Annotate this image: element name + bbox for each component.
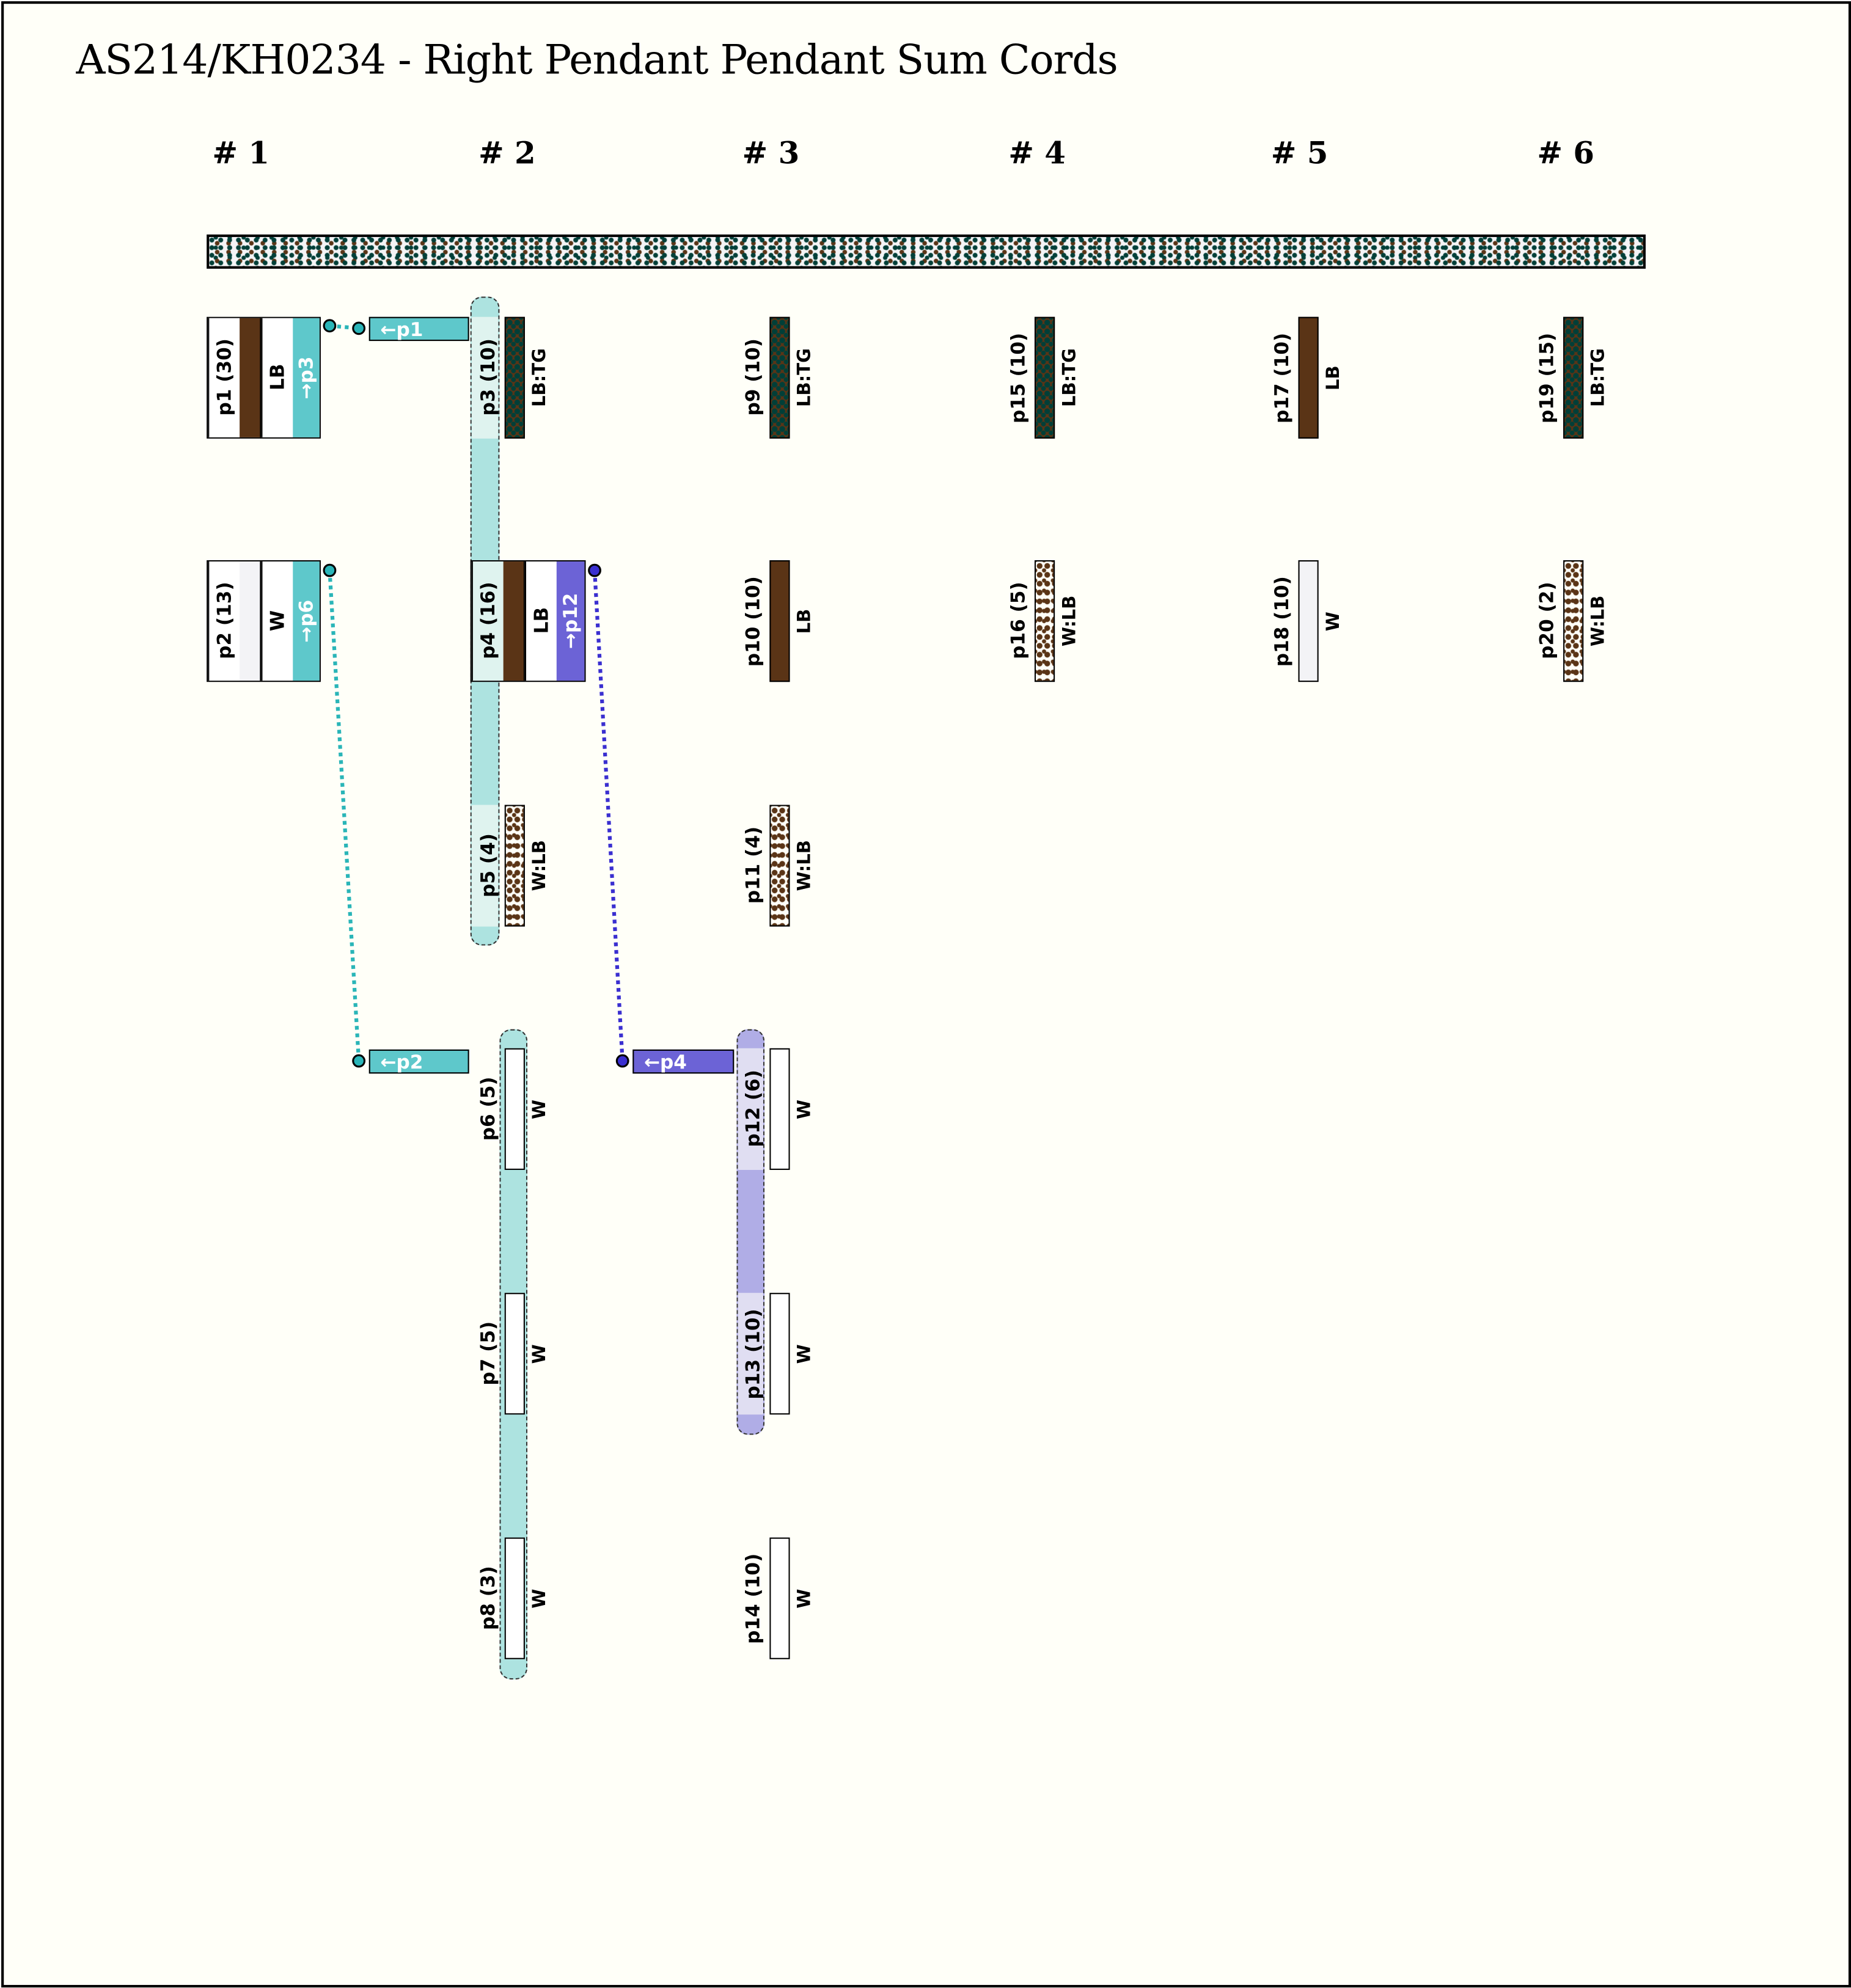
pendant-p15[interactable] <box>1034 316 1055 439</box>
pendant-p20[interactable] <box>1563 560 1584 682</box>
pendant-p10[interactable] <box>769 560 790 682</box>
color-label: LB:TG <box>530 348 551 407</box>
pendant-p9[interactable] <box>769 316 790 439</box>
group-header-4: # 4 <box>1008 134 1066 172</box>
pendant-p17[interactable] <box>1298 316 1319 439</box>
pendant-p13[interactable] <box>769 1293 790 1415</box>
band-highlight <box>471 316 499 439</box>
pendant-label: p18 (10) <box>1270 576 1294 667</box>
pendant-p12[interactable] <box>769 1048 790 1170</box>
sum-link-p4[interactable]: ←p4 <box>632 1049 735 1074</box>
color-label: W <box>530 1588 551 1609</box>
pendant-p18[interactable] <box>1298 560 1319 682</box>
color-label: W <box>794 1588 816 1609</box>
primary-cord <box>207 234 1646 269</box>
pendant-label: p8 (3) <box>477 1566 500 1631</box>
group-header-3: # 3 <box>742 134 800 172</box>
link-dot <box>352 1054 366 1068</box>
pendant-p3[interactable] <box>504 316 525 439</box>
band-highlight <box>738 1293 763 1415</box>
color-swatch-brown <box>503 561 525 681</box>
color-label: W:LB <box>794 840 816 891</box>
pendant-label: p15 (10) <box>1006 332 1030 423</box>
pendant-p19[interactable] <box>1563 316 1584 439</box>
pendant-label: p5 (4) <box>477 833 500 898</box>
pendant-label: p10 (10) <box>741 576 765 667</box>
group-header-2: # 2 <box>478 134 536 172</box>
band-highlight <box>738 1048 763 1170</box>
sum-link-p2[interactable]: ←p2 <box>368 1049 469 1074</box>
pendant-p7[interactable] <box>504 1293 525 1415</box>
color-label: W <box>1323 611 1344 631</box>
pendant-label: p13 (10) <box>741 1308 765 1399</box>
link-dot <box>352 321 366 335</box>
group-header-6: # 6 <box>1537 134 1595 172</box>
pendant-label: p20 (2) <box>1535 582 1558 660</box>
pendant-label: p7 (5) <box>477 1321 500 1386</box>
pendant-label: p9 (10) <box>741 339 765 417</box>
pendant-label: p12 (6) <box>741 1070 765 1148</box>
color-label: W <box>530 1099 551 1119</box>
color-swatch-white <box>240 561 262 681</box>
color-label: W:LB <box>1060 595 1080 647</box>
pendant-label: p17 (10) <box>1270 332 1294 423</box>
color-label: LB:TG <box>1060 348 1080 407</box>
pendant-label: p11 (4) <box>741 827 765 905</box>
pendant-label: p6 (5) <box>477 1076 500 1141</box>
pendant-p4[interactable]: p4 (16) LB →p12 <box>470 560 586 682</box>
pendant-p16[interactable] <box>1034 560 1055 682</box>
pendant-p11[interactable] <box>769 805 790 927</box>
pendant-label: p14 (10) <box>741 1553 765 1644</box>
color-label: W <box>794 1099 816 1119</box>
pendant-p8[interactable] <box>504 1537 525 1659</box>
pendant-p14[interactable] <box>769 1537 790 1659</box>
color-label: W <box>530 1343 551 1364</box>
color-label: LB <box>794 608 816 634</box>
color-swatch-brown <box>240 318 262 437</box>
link-dot <box>323 563 337 577</box>
group-header-1: # 1 <box>212 134 270 172</box>
group-header-5: # 5 <box>1270 134 1329 172</box>
pendant-label: p19 (15) <box>1535 332 1558 423</box>
band-highlight <box>471 805 499 927</box>
pendant-p5[interactable] <box>504 805 525 927</box>
pendant-p2[interactable]: p2 (13) W →p6 <box>207 560 321 682</box>
color-label: LB:TG <box>794 348 816 407</box>
color-label: W:LB <box>1588 595 1609 647</box>
page-title: AS214/KH0234 - Right Pendant Pendant Sum… <box>76 35 1118 84</box>
pendant-p6[interactable] <box>504 1048 525 1170</box>
color-label: W:LB <box>530 840 551 891</box>
color-label: LB <box>1323 365 1344 390</box>
link-line-p2 <box>328 570 361 1061</box>
sum-link-p1[interactable]: ←p1 <box>368 316 469 342</box>
link-dot <box>588 563 601 577</box>
pendant-label: p16 (5) <box>1006 582 1030 660</box>
link-line-p4 <box>592 570 625 1061</box>
pendant-label: p3 (10) <box>477 339 500 417</box>
color-label: LB:TG <box>1588 348 1609 407</box>
color-label: W <box>794 1343 816 1364</box>
link-dot <box>323 319 337 333</box>
pendant-p1[interactable]: p1 (30) LB →p3 <box>207 316 321 439</box>
link-dot <box>615 1054 629 1068</box>
